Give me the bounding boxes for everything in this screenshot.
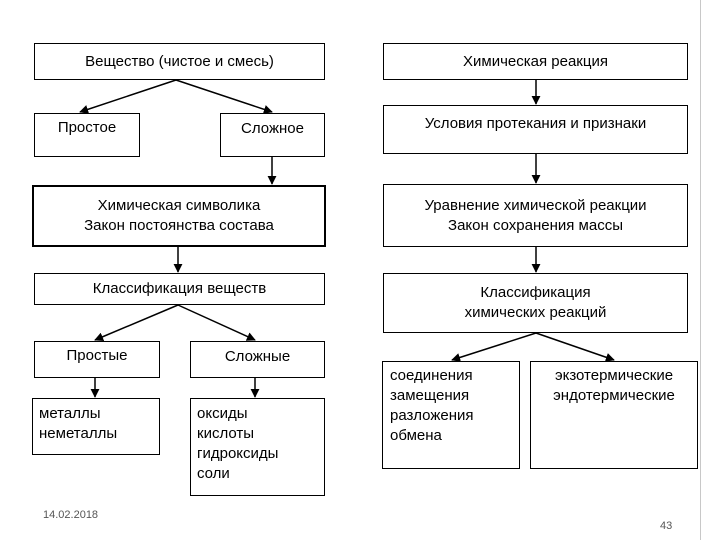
slide-page-number: 43 [660,520,673,532]
simple-type-nonmetals: неметаллы [39,425,118,442]
substance-classification-box: Классификация веществ [34,273,325,305]
thermal-type-endothermic: эндотермические [553,387,675,404]
complex-box: Сложное [220,113,325,157]
complex-substances-label: Сложные [224,348,291,365]
reaction-types-box: соединения замещения разложения обмена [382,361,520,469]
complex-types-box: оксиды кислоты гидроксиды соли [190,398,325,496]
simple-types-box: металлы неметаллы [32,398,160,455]
reaction-type-compound: соединения [390,367,473,384]
symbolics-line-2: Закон постоянства состава [84,217,274,234]
complex-substances-box: Сложные [190,341,325,378]
reaction-label: Химическая реакция [463,52,608,70]
equation-box: Уравнение химической реакции Закон сохра… [383,184,688,247]
substance-label: Вещество (чистое и смесь) [85,52,274,70]
simple-substances-label: Простые [66,347,128,364]
reaction-type-decomposition: разложения [390,407,474,424]
reaction-box: Химическая реакция [383,43,688,80]
thermal-type-exothermic: экзотермические [554,367,674,384]
simple-box: Простое [34,113,140,157]
reaction-classification-label: Классификация химических реакций [464,284,607,321]
substance-classification-label: Классификация веществ [92,280,267,297]
arrow-substance-to-complex [175,79,273,114]
reaction-classification-box: Классификация химических реакций [383,273,688,333]
reaction-type-exchange: обмена [390,427,442,444]
complex-type-salts: соли [197,465,230,482]
complex-label: Сложное [241,120,304,137]
page-edge-divider [700,0,701,540]
complex-type-hydroxides: гидроксиды [197,445,279,462]
simple-type-metals: металлы [39,405,101,422]
simple-label: Простое [57,119,117,136]
symbolics-line-1: Химическая символика [97,197,261,214]
conditions-box: Условия протекания и признаки [383,105,688,154]
simple-substances-box: Простые [34,341,160,378]
complex-type-oxides: оксиды [197,405,248,422]
equation-line-2: Закон сохранения массы [448,216,623,234]
arrow-classification-to-complex-substances [177,304,256,341]
substance-box: Вещество (чистое и смесь) [34,43,325,80]
thermal-types-box: экзотермические эндотермические [530,361,698,469]
equation-line-1: Уравнение химической реакции [424,196,647,214]
arrow-classification-to-reaction-types [451,332,537,362]
arrow-substance-to-simple [79,79,177,114]
reaction-type-substitution: замещения [390,387,470,404]
symbolics-box: Химическая символика Закон постоянства с… [32,185,326,247]
conditions-label: Условия протекания и признаки [424,115,647,132]
arrow-classification-to-simple-substances [94,304,179,341]
arrow-classification-to-thermal-types [535,332,615,362]
slide-date: 14.02.2018 [43,509,99,521]
complex-type-acids: кислоты [197,425,255,442]
